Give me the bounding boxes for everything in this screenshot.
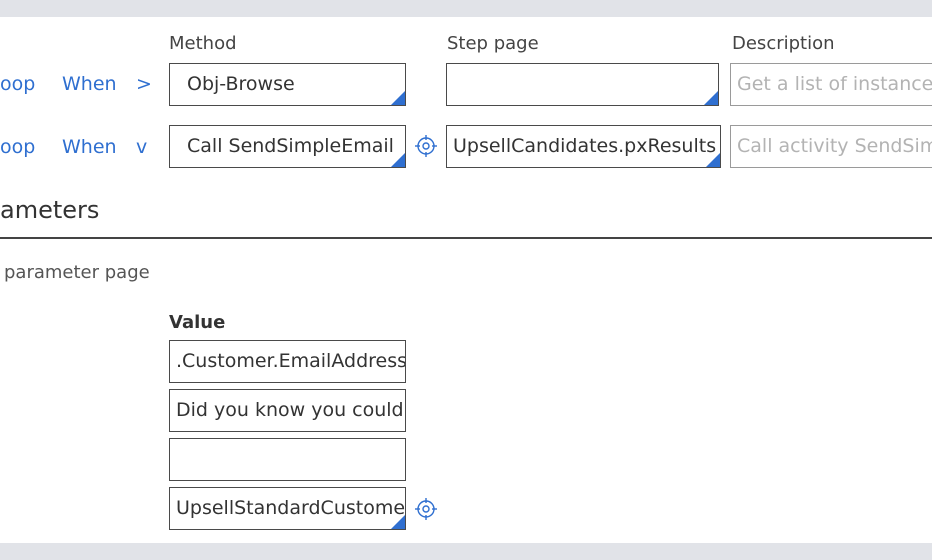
- row2-method-value: Call SendSimpleEmail: [187, 135, 394, 157]
- row1-expand-toggle[interactable]: >: [136, 73, 152, 95]
- row2-description-field[interactable]: Call activity SendSimp: [730, 125, 932, 168]
- top-band: [0, 0, 932, 17]
- row2-method-field[interactable]: Call SendSimpleEmail: [169, 125, 406, 168]
- column-header-step-page: Step page: [447, 33, 539, 54]
- row1-method-field[interactable]: Obj-Browse: [169, 63, 406, 106]
- dropdown-corner-icon: [391, 91, 405, 105]
- row1-method-value: Obj-Browse: [187, 73, 295, 95]
- row2-step-page-value: UpsellCandidates.pxResults: [453, 135, 717, 157]
- target-icon[interactable]: [414, 134, 438, 158]
- value-field-4[interactable]: UpsellStandardCustome: [169, 487, 406, 530]
- value-field-3[interactable]: [169, 438, 406, 481]
- value-field-2-text: Did you know you could: [176, 399, 404, 421]
- row1-step-page-field[interactable]: [446, 63, 719, 106]
- column-header-method: Method: [169, 33, 237, 54]
- dropdown-corner-icon: [706, 153, 720, 167]
- dropdown-corner-icon: [704, 91, 718, 105]
- value-column-header: Value: [169, 312, 226, 333]
- parameter-page-label: parameter page: [4, 262, 150, 283]
- bottom-band: [0, 543, 932, 560]
- row2-collapse-toggle[interactable]: v: [136, 136, 148, 158]
- section-divider: [0, 237, 932, 239]
- row2-when-link[interactable]: When: [62, 136, 117, 158]
- value-field-1-text: .Customer.EmailAddress: [176, 350, 406, 372]
- parameters-section-title: ameters: [0, 196, 100, 224]
- row1-when-link[interactable]: When: [62, 73, 117, 95]
- row2-step-page-field[interactable]: UpsellCandidates.pxResults: [446, 125, 721, 168]
- row1-description-value: Get a list of instances: [737, 73, 932, 95]
- dropdown-corner-icon: [391, 153, 405, 167]
- value-field-1[interactable]: .Customer.EmailAddress: [169, 340, 406, 383]
- row2-description-value: Call activity SendSimp: [737, 135, 932, 157]
- column-header-description: Description: [732, 33, 835, 54]
- row1-description-field[interactable]: Get a list of instances: [730, 63, 932, 106]
- target-icon[interactable]: [414, 497, 438, 521]
- value-field-4-text: UpsellStandardCustome: [176, 497, 406, 519]
- dropdown-corner-icon: [391, 515, 405, 529]
- row1-loop-link[interactable]: oop: [0, 73, 36, 95]
- row2-loop-link[interactable]: oop: [0, 136, 36, 158]
- value-field-2[interactable]: Did you know you could: [169, 389, 406, 432]
